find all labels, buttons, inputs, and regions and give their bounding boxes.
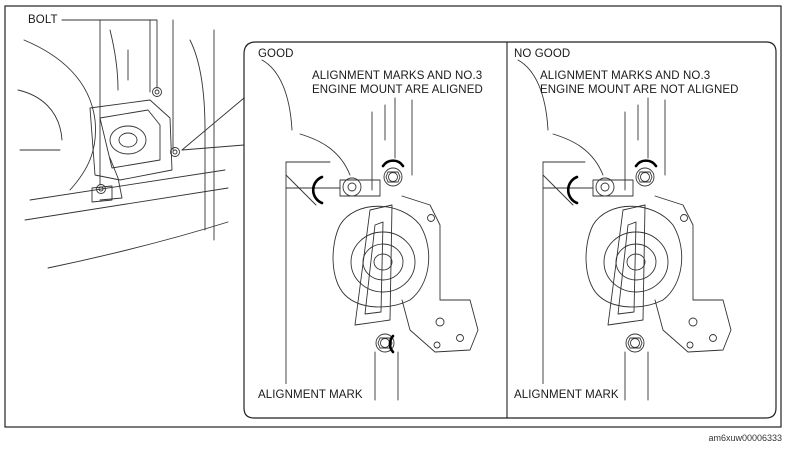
- bolt-leader-line: [61, 19, 158, 89]
- nogood-upper-bolt: [635, 167, 655, 187]
- nogood-callout-line1: ALIGNMENT MARKS AND NO.3: [540, 70, 711, 82]
- nogood-alignment-marks: [566, 159, 658, 205]
- nogood-mount-illustration: [517, 59, 732, 401]
- figure-frame: [4, 5, 782, 428]
- good-lower-bolt: [375, 333, 395, 353]
- alignment-mark-leaders: [285, 380, 544, 384]
- good-callout-line1: ALIGNMENT MARKS AND NO.3: [312, 70, 483, 82]
- good-alignment-marks: [311, 159, 405, 354]
- good-header: GOOD: [258, 48, 294, 60]
- bolt-top: [152, 87, 162, 97]
- nogood-alignment-mark-label: ALIGNMENT MARK: [514, 389, 619, 401]
- figure-code: am6xuw00006333: [708, 433, 782, 443]
- nogood-callout-line2: ENGINE MOUNT ARE NOT ALIGNED: [540, 84, 739, 96]
- good-mount-illustration: [261, 59, 479, 401]
- bolt-label: BOLT: [28, 14, 58, 26]
- nogood-header: NO GOOD: [514, 48, 571, 60]
- good-alignment-mark-label: ALIGNMENT MARK: [258, 389, 363, 401]
- bolt-bottom: [96, 184, 106, 194]
- good-callout-line2: ENGINE MOUNT ARE ALIGNED: [312, 84, 483, 96]
- good-upper-bolt: [383, 167, 403, 187]
- bolt-right: [170, 147, 180, 157]
- engine-mount-overview: [17, 19, 245, 269]
- nogood-lower-bolt: [625, 333, 645, 353]
- zoom-panel-frame: [243, 41, 777, 419]
